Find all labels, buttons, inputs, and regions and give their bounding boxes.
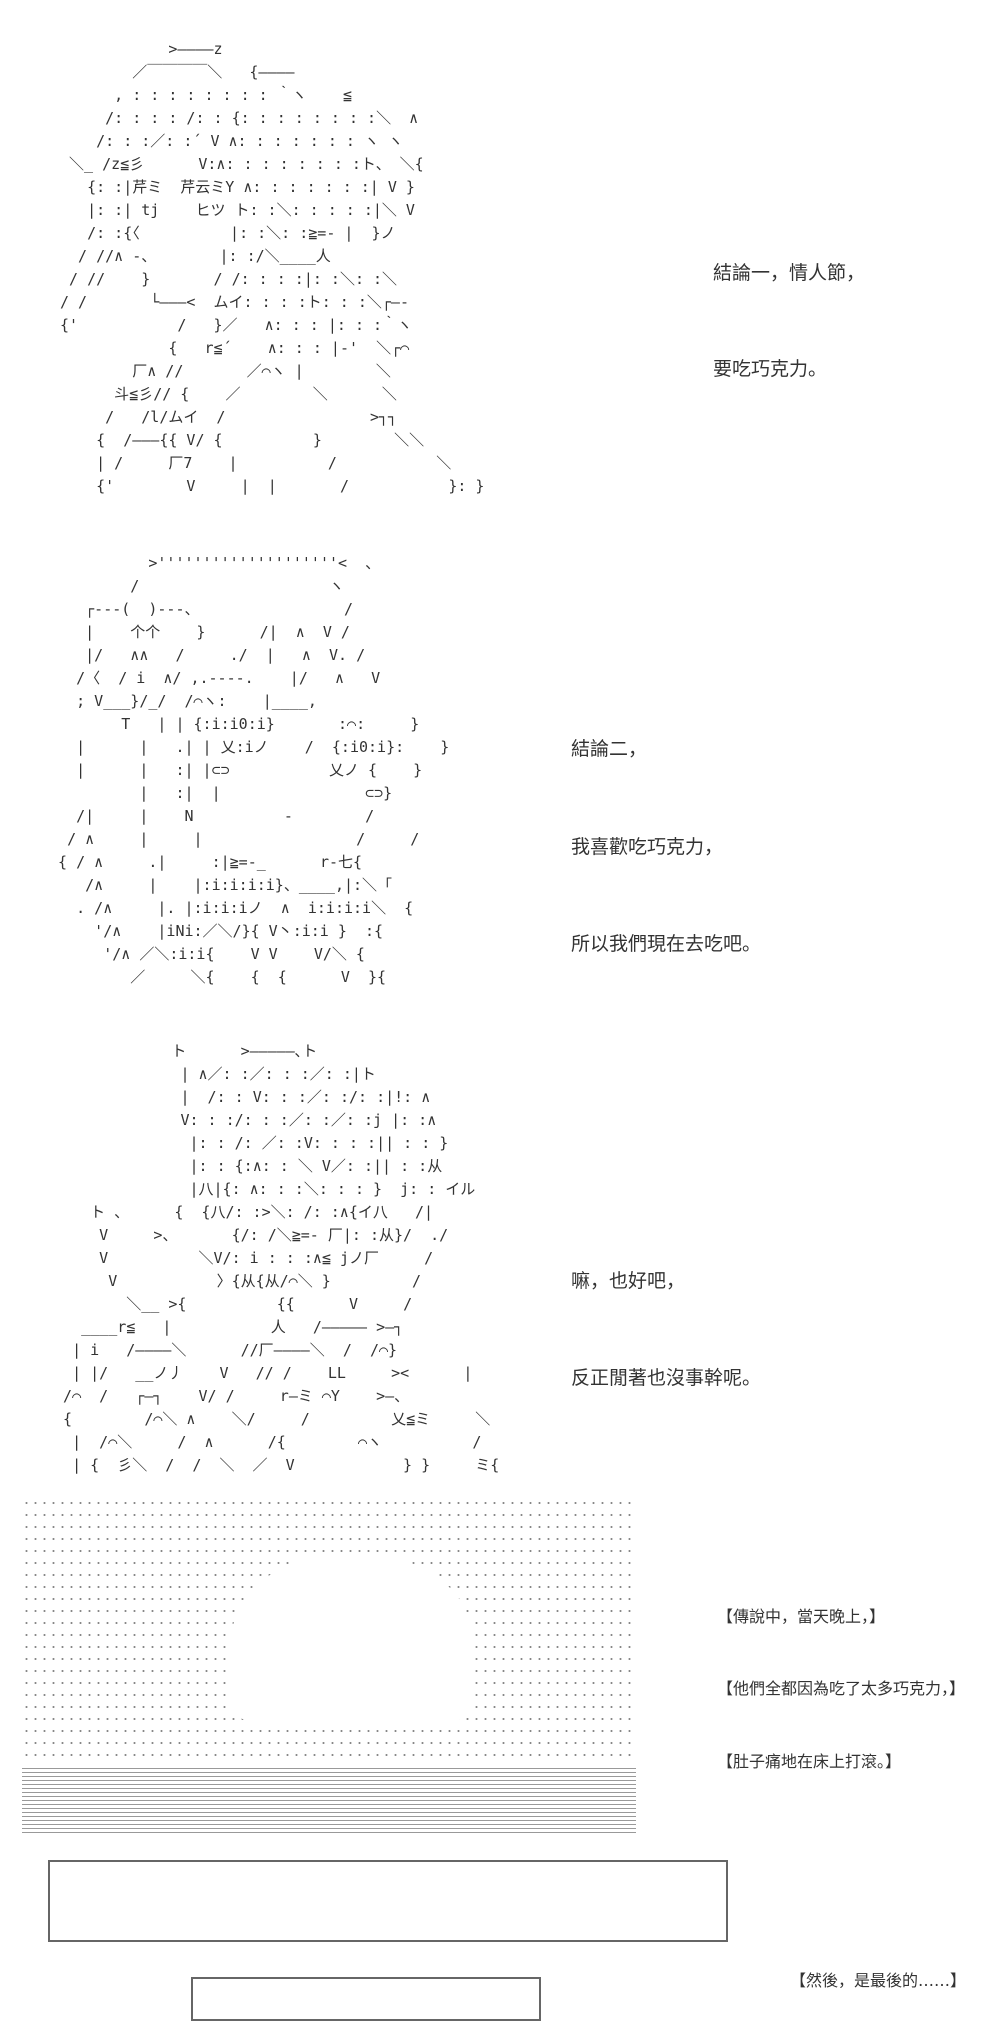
caption-conclusion-one: 結論一，情人節， [713,262,866,284]
caption-go-eat-now: 所以我們現在去吃吧。 [571,933,762,955]
scene-floor-lines [22,1765,636,1835]
caption-well-ok: 嘛，也好吧， [571,1270,686,1292]
caption-eat-chocolate: 要吃巧克力。 [713,358,828,380]
caption-stomach-ache: 【肚子痛地在床上打滾。】 [717,1752,902,1771]
night-bed-scene-art [22,1497,636,1835]
caption-finally-the-last: 【然後，是最後的……】 [790,1971,967,1990]
caption-nothing-to-do: 反正閒著也沒事幹呢。 [571,1367,762,1389]
ascii-art-panel-2: >''''''''''''''''''''< 、 / ヽ ┌---( )---、… [58,554,450,986]
caption-legend-that-night: 【傳說中，當天晚上，】 [717,1607,886,1626]
empty-panel-frame [48,1860,728,1942]
caption-too-much-chocolate: 【他們全都因為吃了太多巧克力，】 [717,1679,966,1698]
ascii-art-panel-3: ト >―――――､ト | ∧／: :／: : :／: :|ト | /: : V:… [63,1042,500,1474]
caption-conclusion-two: 結論二， [571,738,648,760]
empty-panel-frame-bottom [191,1977,541,2021]
ascii-art-panel-1: >――――z ／￣￣￣￣＼ {―――― , : : : : : : : : ｀ヽ… [60,40,485,495]
caption-like-chocolate: 我喜歡吃巧克力， [571,836,724,858]
scene-blank-cloud [232,1552,472,1722]
